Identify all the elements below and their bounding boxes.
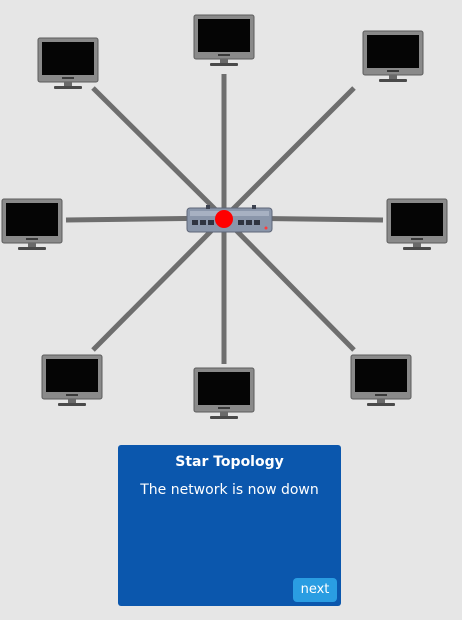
workstation-top-left[interactable] bbox=[37, 37, 99, 90]
panel-title: Star Topology bbox=[175, 454, 284, 470]
workstation-bottom-right[interactable] bbox=[350, 354, 412, 407]
hub-ports bbox=[192, 220, 260, 225]
workstation-top-right[interactable] bbox=[362, 30, 424, 83]
hub-status-indicator bbox=[215, 210, 233, 228]
panel-message: The network is now down bbox=[140, 482, 319, 498]
workstation-top[interactable] bbox=[193, 14, 255, 67]
info-panel: Star Topology The network is now down ne… bbox=[118, 445, 341, 606]
workstation-left[interactable] bbox=[1, 198, 63, 251]
cable-to-top-right bbox=[222, 86, 356, 220]
workstation-bottom-left[interactable] bbox=[41, 354, 103, 407]
cable-to-bottom-right bbox=[222, 216, 356, 352]
workstation-right[interactable] bbox=[386, 198, 448, 251]
cable-to-bottom-left bbox=[91, 216, 226, 352]
next-button[interactable]: next bbox=[293, 578, 337, 602]
workstation-bottom[interactable] bbox=[193, 367, 255, 420]
cable-to-top-left bbox=[91, 86, 226, 220]
